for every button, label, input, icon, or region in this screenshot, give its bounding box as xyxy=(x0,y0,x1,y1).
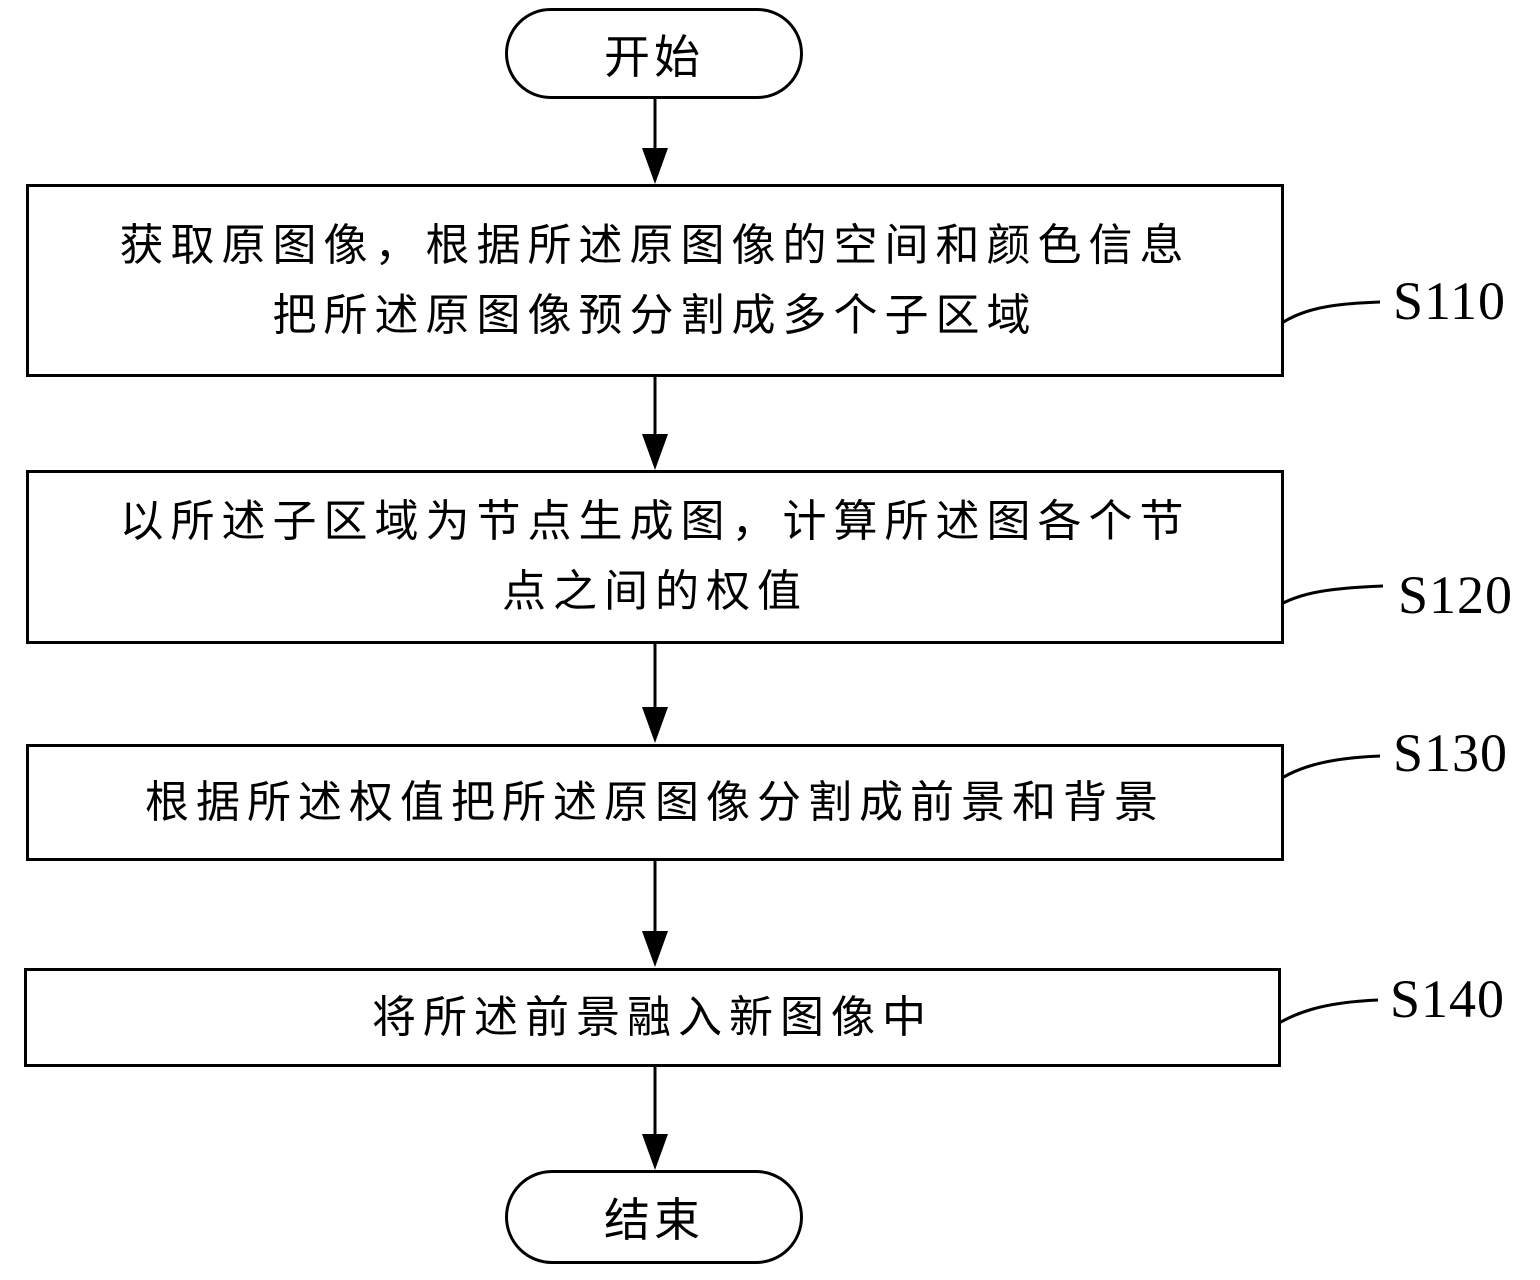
step-box-s120: 以所述子区域为节点生成图，计算所述图各个节 点之间的权值 xyxy=(26,470,1284,644)
step-text-line: 以所述子区域为节点生成图，计算所述图各个节 xyxy=(119,496,1191,547)
end-label: 结束 xyxy=(604,1193,704,1247)
step-label-s140: S140 xyxy=(1390,969,1506,1029)
arrowhead xyxy=(642,707,668,743)
step-box-s140: 将所述前景融入新图像中 xyxy=(24,968,1281,1067)
step-label-s110: S110 xyxy=(1393,271,1507,331)
step-text-line: 获取原图像，根据所述原图像的空间和颜色信息 xyxy=(119,219,1191,271)
arrowhead xyxy=(642,434,668,470)
step-box-s130: 根据所述权值把所述原图像分割成前景和背景 xyxy=(26,744,1284,861)
arrowhead xyxy=(642,931,668,967)
step-text-line: 根据所述权值把所述原图像分割成前景和背景 xyxy=(145,776,1165,828)
step-label-s120: S120 xyxy=(1398,565,1514,625)
arrowhead xyxy=(642,1134,668,1170)
arrowhead xyxy=(642,148,668,184)
step-label-s130: S130 xyxy=(1393,723,1509,783)
step-text-line: 点之间的权值 xyxy=(502,566,808,617)
step-box-s110: 获取原图像，根据所述原图像的空间和颜色信息 把所述原图像预分割成多个子区域 xyxy=(26,184,1284,377)
start-terminal: 开始 xyxy=(505,8,803,99)
step-text-line: 将所述前景融入新图像中 xyxy=(372,991,933,1043)
end-terminal: 结束 xyxy=(505,1170,803,1264)
step-text-line: 把所述原图像预分割成多个子区域 xyxy=(272,289,1038,341)
start-label: 开始 xyxy=(604,29,704,84)
